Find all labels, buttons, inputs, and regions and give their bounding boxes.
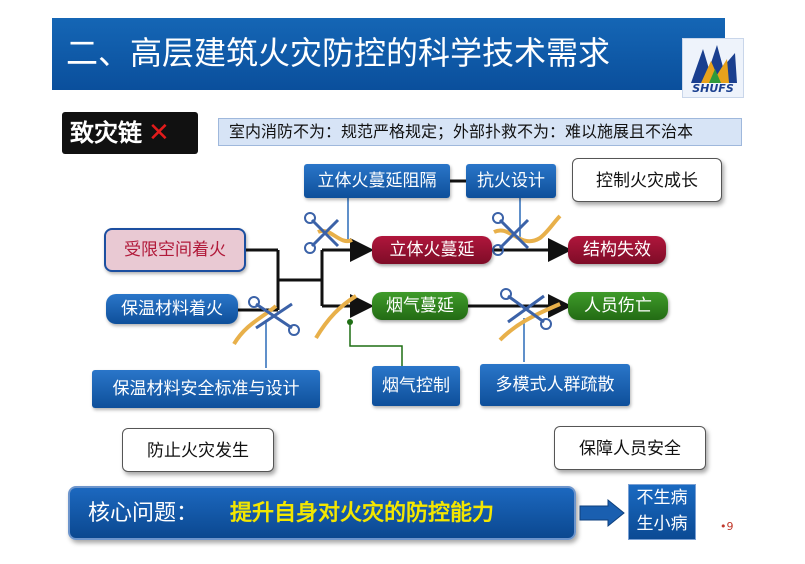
goal-control-growth: 控制火灾成长 bbox=[572, 158, 722, 202]
node-structural-failure: 结构失效 bbox=[568, 236, 666, 264]
scissors-icon bbox=[232, 296, 300, 346]
page-title: 二、高层建筑火灾防控的科学技术需求 bbox=[66, 34, 611, 72]
chain-label-text: 致灾链 bbox=[70, 119, 142, 147]
chain-label: 致灾链✕ bbox=[62, 112, 198, 154]
core-question-label: 核心问题： bbox=[88, 501, 199, 526]
title-bar bbox=[52, 18, 725, 90]
pointer-smoke-control bbox=[349, 322, 403, 366]
node-restricted-space-fire: 受限空间着火 bbox=[104, 228, 246, 272]
scissors-icon bbox=[314, 294, 358, 340]
node-spread-3d: 立体火蔓延 bbox=[372, 236, 492, 264]
core-question-value: 提升自身对火灾的防控能力 bbox=[230, 501, 495, 526]
logo-text: SHUFS bbox=[692, 82, 734, 95]
node-insulation-fire: 保温材料着火 bbox=[106, 294, 238, 324]
logo: SHUFS bbox=[682, 38, 744, 98]
measure-insulation-standard: 保温材料安全标准与设计 bbox=[92, 370, 320, 408]
core-question-box: 核心问题： 提升自身对火灾的防控能力 bbox=[68, 486, 576, 540]
measure-evacuation: 多模式人群疏散 bbox=[480, 364, 630, 406]
measure-smoke-control: 烟气控制 bbox=[372, 366, 460, 406]
outcome-box: 不生病 生小病 bbox=[628, 484, 696, 540]
scissors-icon bbox=[498, 288, 561, 342]
right-arrow-icon bbox=[579, 498, 625, 528]
outcome-line-1: 不生病 bbox=[636, 488, 688, 508]
node-smoke-spread: 烟气蔓延 bbox=[372, 292, 468, 320]
goal-ensure-safety: 保障人员安全 bbox=[554, 426, 706, 470]
measure-fire-resistant-design: 抗火设计 bbox=[466, 164, 556, 198]
goal-prevent-fire: 防止火灾发生 bbox=[122, 428, 274, 472]
page-number: •9 bbox=[720, 520, 734, 533]
node-casualties: 人员伤亡 bbox=[568, 292, 668, 320]
scissors-icon bbox=[304, 212, 353, 254]
cross-icon: ✕ bbox=[148, 118, 170, 148]
outcome-line-2: 生小病 bbox=[636, 514, 688, 534]
measure-spread-barrier: 立体火蔓延阻隔 bbox=[304, 164, 450, 198]
logo-flame-icon bbox=[691, 45, 737, 83]
scissors-icon bbox=[492, 212, 562, 256]
note-banner: 室内消防不为：规范严格规定；外部扑救不为：难以施展且不治本 bbox=[218, 118, 742, 146]
